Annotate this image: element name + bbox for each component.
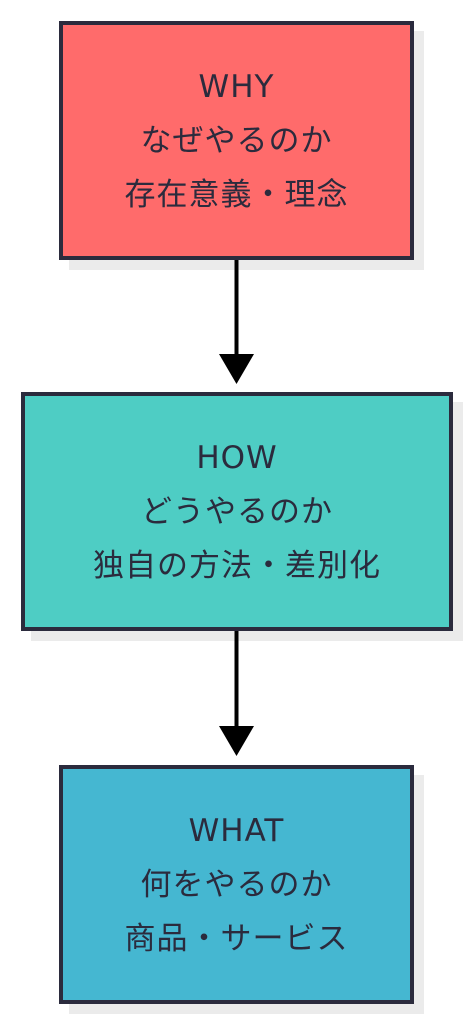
how-box: HOW どうやるのか 独自の方法・差別化 bbox=[21, 392, 453, 631]
how-box-description: 独自の方法・差別化 bbox=[93, 547, 381, 584]
how-box-question: どうやるのか bbox=[141, 493, 333, 530]
what-box-question: 何をやるのか bbox=[140, 866, 333, 903]
what-box-heading: WHAT bbox=[188, 812, 285, 849]
what-box-description: 商品・サービス bbox=[124, 920, 349, 957]
why-box-question: なぜやるのか bbox=[140, 122, 333, 159]
how-box-heading: HOW bbox=[196, 439, 278, 476]
what-box: WHAT 何をやるのか 商品・サービス bbox=[59, 765, 414, 1004]
arrow-why-to-how bbox=[219, 260, 254, 384]
arrow-how-to-what bbox=[219, 631, 254, 756]
arrow-how-to-what-head bbox=[219, 726, 254, 756]
why-box-description: 存在意義・理念 bbox=[124, 176, 349, 213]
arrow-why-to-how-head bbox=[219, 354, 254, 384]
why-box: WHY なぜやるのか 存在意義・理念 bbox=[59, 21, 414, 260]
why-box-heading: WHY bbox=[198, 68, 275, 105]
